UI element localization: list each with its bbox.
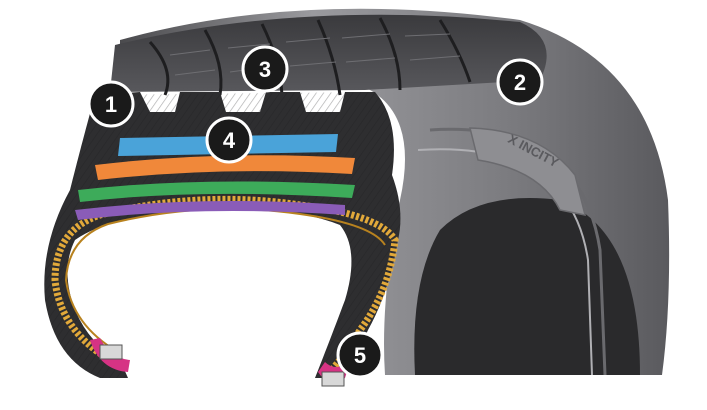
callout-1: 1 xyxy=(87,80,135,128)
carcass-ply xyxy=(51,195,399,375)
callout-2: 2 xyxy=(496,58,544,106)
tread-sipes xyxy=(169,33,461,76)
callout-3: 3 xyxy=(241,45,289,93)
carcass-ply-inner xyxy=(64,207,386,353)
callout-4: 4 xyxy=(205,116,253,164)
tread-surface xyxy=(110,14,547,92)
belt-purple xyxy=(75,201,345,220)
brand-plate xyxy=(469,127,587,216)
callout-5: 5 xyxy=(336,331,384,379)
left-bead xyxy=(90,338,130,372)
callout-2-label: 2 xyxy=(514,70,526,95)
belt-green xyxy=(78,181,355,202)
callout-1-label: 1 xyxy=(105,92,117,117)
callout-4-label: 4 xyxy=(223,128,236,153)
belt-orange xyxy=(95,155,355,180)
tread-grooves xyxy=(148,17,472,96)
callout-3-label: 3 xyxy=(259,57,271,82)
callout-5-label: 5 xyxy=(354,343,366,368)
